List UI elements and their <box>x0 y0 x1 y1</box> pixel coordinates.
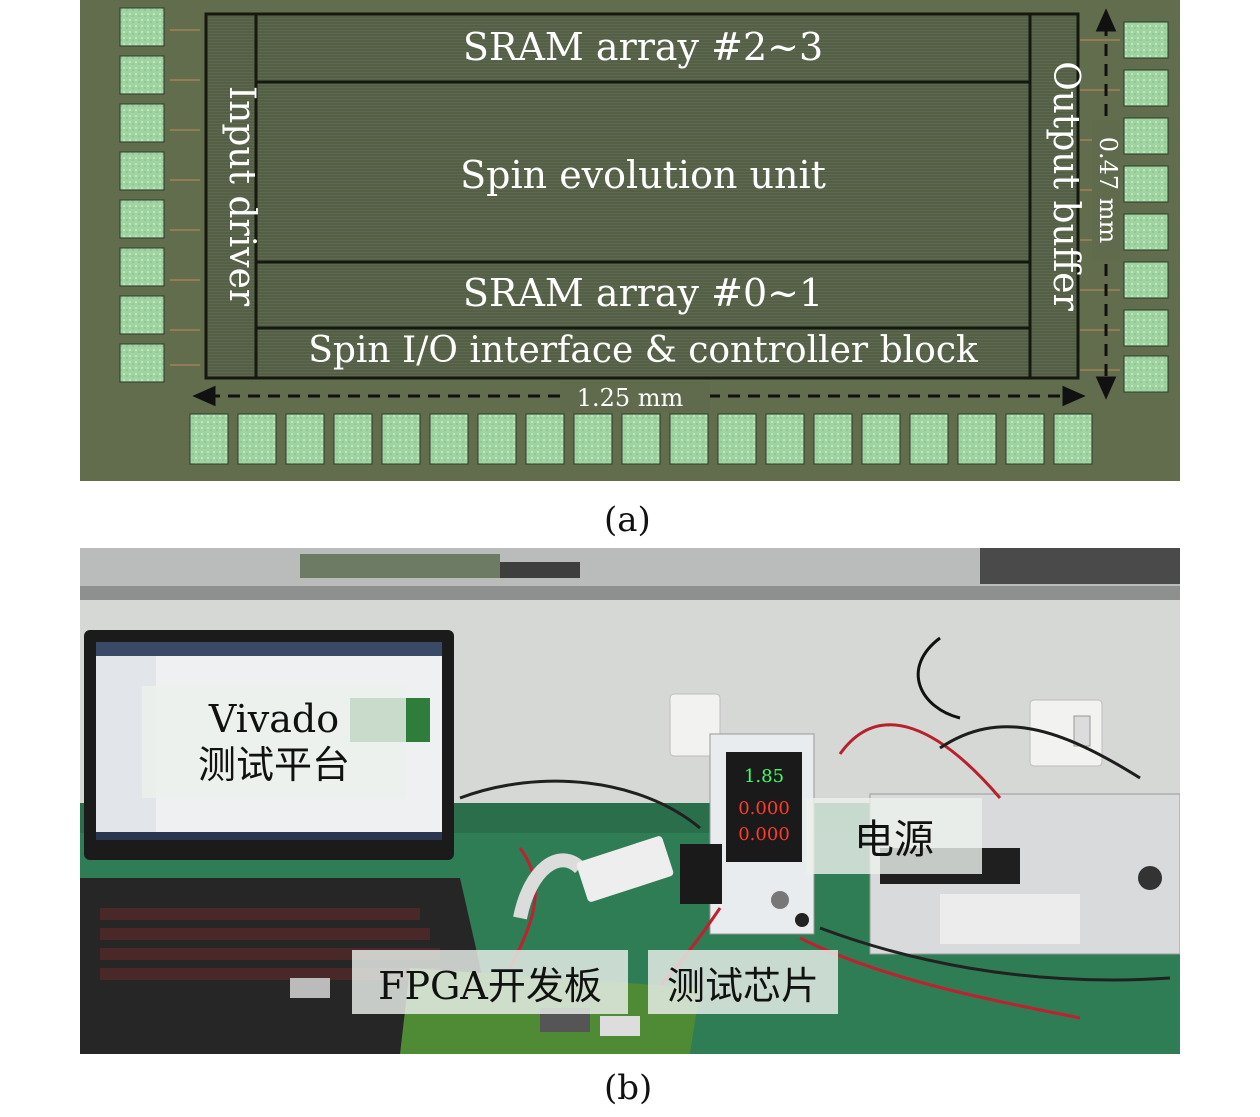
spin-io-label: Spin I/O interface & controller block <box>308 330 979 371</box>
panel-b-label: (b) <box>604 1068 653 1108</box>
height-dimension-label: 0.47 mm <box>1094 137 1122 244</box>
vivado-label-line1: Vivado <box>208 697 340 741</box>
bottom-pads <box>189 413 1093 465</box>
psu-reading-1: 1.85 <box>744 766 784 787</box>
chip-layout-svg: SRAM array #2~3 Spin evolution unit SRAM… <box>80 0 1180 481</box>
fpga-board-label: FPGA开发板 <box>352 950 628 1014</box>
vivado-label-box: Vivado 测试平台 <box>142 686 406 798</box>
right-pads <box>1123 21 1169 393</box>
test-setup-svg: 1.85 0.000 0.000 <box>80 548 1180 1054</box>
wall-socket-left <box>669 693 721 757</box>
panel-a-label: (a) <box>604 500 651 540</box>
jtag-programmer <box>576 836 674 902</box>
sram-bottom-label: SRAM array #0~1 <box>463 271 823 315</box>
input-driver-label: Input driver <box>221 86 262 307</box>
wall-socket-right <box>1029 699 1103 767</box>
sram-top-label: SRAM array #2~3 <box>463 25 823 69</box>
usb-hub <box>680 844 722 904</box>
test-setup-photo: 1.85 0.000 0.000 Vivado 测试平台 <box>80 548 1180 1054</box>
chip-micrograph: SRAM array #2~3 Spin evolution unit SRAM… <box>80 0 1180 481</box>
psu-reading-3: 0.000 <box>738 824 790 845</box>
width-dimension-label: 1.25 mm <box>577 384 684 412</box>
core-area <box>206 14 1078 378</box>
spin-evolution-label: Spin evolution unit <box>460 153 826 197</box>
test-chip-label: 测试芯片 <box>648 950 838 1014</box>
left-pads <box>119 7 165 383</box>
block-outlines <box>204 12 1080 380</box>
vivado-label-line2: 测试平台 <box>197 743 350 787</box>
psu-reading-2: 0.000 <box>738 798 790 819</box>
output-buffer-label: Output buffer <box>1045 61 1086 311</box>
ribbon-cable <box>513 853 585 920</box>
power-supply-label: 电源 <box>806 798 982 874</box>
